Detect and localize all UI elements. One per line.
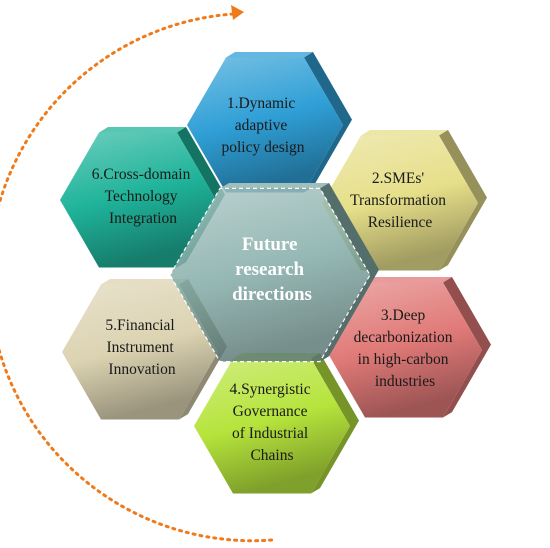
hex-2-top-face — [361, 130, 448, 136]
direction-4-label: 4.Synergistic Governance of Industrial C… — [230, 381, 315, 464]
hex-5-top-face — [101, 279, 188, 285]
hex-6-top-face — [99, 127, 186, 133]
hex-center-face — [169, 187, 371, 363]
hex-6-face — [60, 132, 216, 268]
cycle-arrow-path — [0, 12, 274, 543]
hex-direction-4 — [194, 353, 359, 494]
center-label: Future research directions — [232, 234, 312, 305]
hex-3-side-face — [443, 277, 491, 418]
hex-direction-2 — [322, 130, 487, 271]
hex-direction-3 — [326, 277, 491, 418]
direction-5-label: 5.Financial Instrument Innovation — [105, 317, 178, 378]
hex-center — [169, 182, 379, 363]
direction-2-label: 2.SMEs' Transformation Resilience — [350, 170, 450, 231]
hex-3-face — [326, 282, 482, 418]
cycle-arrowhead-icon — [231, 5, 244, 20]
hex-1-side-face — [304, 52, 352, 193]
hex-2-side-face — [439, 130, 487, 271]
hex-3-top-face — [365, 277, 452, 283]
hex-1-face — [187, 57, 343, 193]
hex-2-face — [322, 135, 478, 271]
hex-direction-1 — [187, 52, 352, 193]
hex-center-top-face — [220, 182, 329, 189]
hex-4-face — [194, 358, 350, 494]
direction-1-label: 1.Dynamic adaptive policy design — [221, 95, 304, 156]
hex-center-side-face — [320, 182, 379, 362]
hex-4-side-face — [311, 353, 359, 494]
hex-1-top-face — [226, 52, 313, 58]
direction-6-label: 6.Cross-domain Technology Integration — [92, 166, 194, 227]
direction-3-label: 3.Deep decarbonization in high-carbon in… — [354, 307, 457, 390]
hex-5-face — [62, 284, 218, 420]
